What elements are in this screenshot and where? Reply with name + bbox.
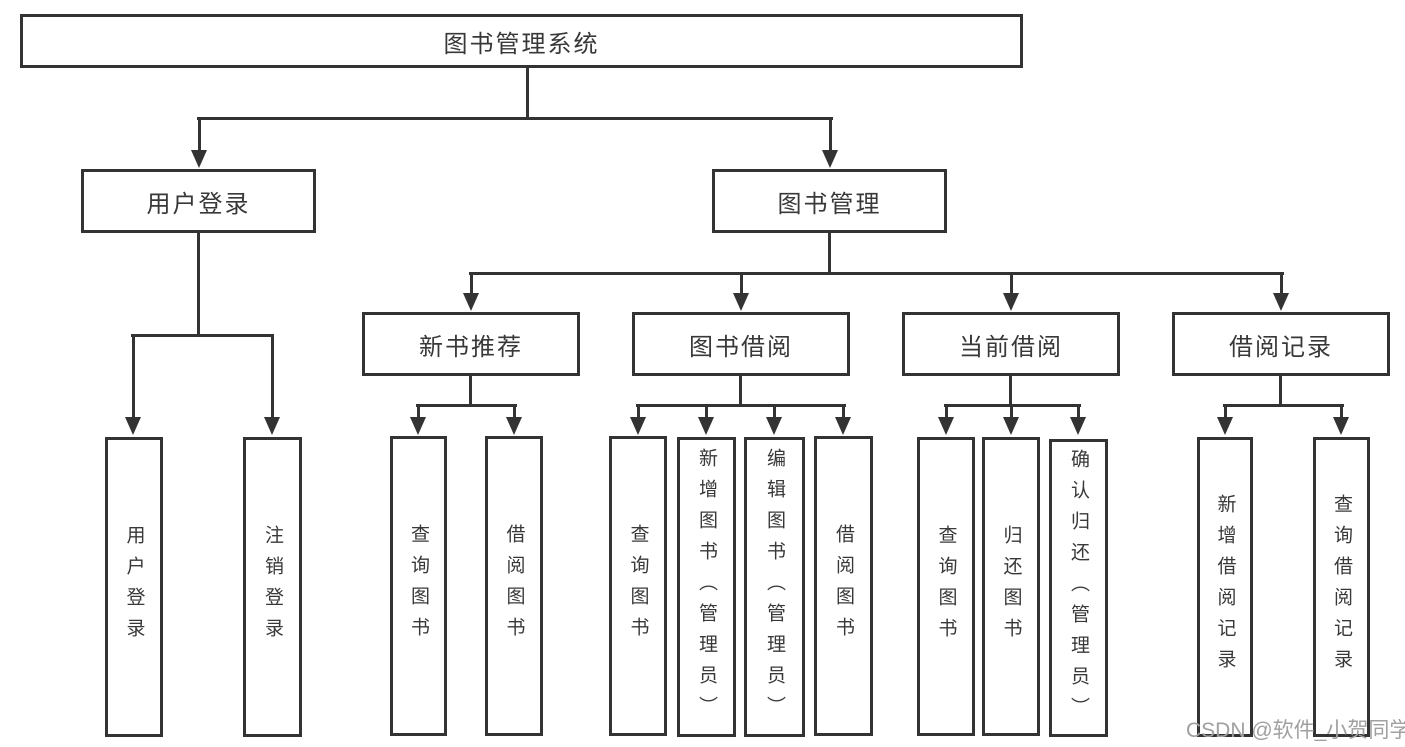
leaf-label: 归还图书 [1000, 524, 1022, 649]
leaf-label: 借阅图书 [833, 524, 854, 648]
csdn-watermark: CSDN @软件_小贺同学 [1186, 719, 1405, 742]
connector-group2-horizontal [636, 404, 846, 407]
node-label: 新书推荐 [419, 333, 523, 361]
arrow-group3-query-books [938, 406, 954, 435]
arrow-to-leaf-user-login [125, 336, 141, 435]
leaf-borrowing-add-books-admin: 新增图书（管理员） [677, 437, 736, 737]
arrow-group4-query-record [1333, 406, 1349, 435]
leaf-label: 确认归还（管理员） [1068, 448, 1089, 728]
leaf-label: 查询借阅记录 [1331, 494, 1352, 680]
leaf-borrowing-borrow-books: 借阅图书 [814, 436, 873, 736]
leaf-recommend-query-books: 查询图书 [390, 436, 447, 736]
node-borrowing-records: 借阅记录 [1172, 312, 1390, 376]
connector-group3-horizontal [944, 404, 1081, 407]
connector-level2-horizontal [197, 117, 833, 120]
connector-group1-stub [469, 376, 472, 407]
arrow-group2-add-books [698, 406, 714, 435]
arrow-to-new-book-recommendation [463, 273, 479, 311]
node-label: 用户登录 [146, 190, 251, 218]
leaf-label: 新增借阅记录 [1214, 494, 1236, 680]
leaf-label: 用户登录 [123, 525, 145, 649]
leaf-label: 查询图书 [935, 524, 957, 649]
arrow-group2-borrow-books [835, 406, 851, 435]
connector-books-down [828, 233, 831, 275]
leaf-label: 查询图书 [408, 524, 429, 648]
connector-group4-horizontal [1223, 404, 1344, 407]
node-book-borrowing: 图书借阅 [632, 312, 850, 376]
arrow-group3-return-books [1003, 406, 1019, 435]
leaf-records-query-record: 查询借阅记录 [1313, 437, 1370, 737]
arrow-group1-query-books [410, 406, 426, 435]
connector-root-down [526, 68, 529, 118]
arrow-group2-edit-books [766, 406, 782, 435]
leaf-label: 新增图书（管理员） [696, 447, 717, 727]
leaf-borrowing-edit-books-admin: 编辑图书（管理员） [744, 437, 805, 737]
leaf-user-login: 用户登录 [105, 437, 163, 737]
leaf-records-add-record: 新增借阅记录 [1197, 437, 1253, 737]
leaf-current-query-books: 查询图书 [917, 437, 975, 736]
leaf-borrowing-query-books: 查询图书 [609, 436, 667, 736]
node-user-login: 用户登录 [81, 169, 316, 233]
node-new-book-recommendation: 新书推荐 [362, 312, 580, 376]
leaf-current-return-books: 归还图书 [982, 437, 1040, 736]
leaf-logout: 注销登录 [243, 437, 302, 737]
node-library-management-system: 图书管理系统 [20, 14, 1023, 68]
arrow-to-book-management [822, 118, 838, 168]
node-label: 图书管理 [777, 190, 882, 218]
leaf-label: 查询图书 [627, 524, 649, 648]
connector-group1-horizontal [416, 404, 517, 407]
node-label: 借阅记录 [1229, 333, 1333, 361]
node-book-management: 图书管理 [712, 169, 947, 233]
arrow-group1-borrow-books [506, 406, 522, 435]
node-label: 图书借阅 [689, 333, 793, 361]
arrow-to-borrowing-records [1273, 273, 1289, 311]
connector-group4-stub [1279, 376, 1282, 407]
leaf-label: 编辑图书（管理员） [764, 447, 785, 727]
leaf-label: 借阅图书 [503, 524, 525, 648]
arrow-to-book-borrowing [733, 273, 749, 311]
node-label: 图书管理系统 [443, 30, 600, 58]
node-label: 当前借阅 [959, 333, 1063, 361]
connector-group2-stub [739, 376, 742, 407]
arrow-to-leaf-logout [264, 336, 280, 435]
node-current-borrowing: 当前借阅 [902, 312, 1120, 376]
connector-login-horizontal [131, 334, 274, 337]
connector-group3-stub [1009, 376, 1012, 407]
connector-login-down [197, 233, 200, 337]
arrow-to-current-borrowing [1003, 273, 1019, 311]
arrow-group3-confirm-return [1070, 406, 1086, 435]
connector-level3-horizontal [469, 272, 1284, 275]
arrow-group4-add-record [1217, 406, 1233, 435]
leaf-label: 注销登录 [262, 525, 283, 649]
arrow-group2-query-books [630, 406, 646, 435]
leaf-current-confirm-return-admin: 确认归还（管理员） [1049, 439, 1108, 737]
arrow-to-user-login [191, 118, 207, 168]
leaf-recommend-borrow-books: 借阅图书 [485, 436, 543, 736]
